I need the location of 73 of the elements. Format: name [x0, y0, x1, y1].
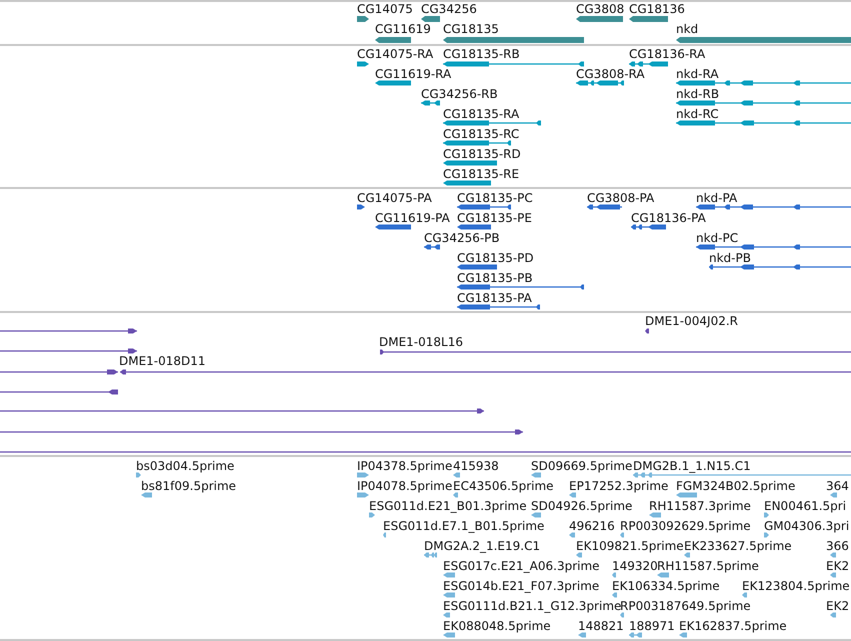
feature-label: CG18135-RB [443, 47, 520, 61]
feature-label: CG18135-RD [443, 147, 521, 161]
feature-label: ESG011d.E7.1_B01.5prime [383, 519, 544, 533]
feature-label: CG18135-RE [443, 167, 520, 181]
feature-label: CG18135-PE [457, 211, 532, 225]
feature-label: bs03d04.5prime [136, 459, 234, 473]
feature-label: 148821 [578, 619, 624, 633]
feature-label: CG34256-RB [421, 87, 498, 101]
feature-label: EP17252.3prime [569, 479, 668, 493]
feature-label: nkd-PA [696, 191, 738, 205]
feature-label: CG34256 [421, 2, 477, 16]
feature-label: CG14075-RA [357, 47, 434, 61]
feature-label: DME1-004J02.R [645, 314, 738, 328]
feature-label: CG18135-PC [457, 191, 533, 205]
feature-label: nkd-RA [676, 67, 719, 81]
feature-label: RH11587.5prime [657, 559, 759, 573]
feature-label: bs81f09.5prime [141, 479, 236, 493]
feature-label: CG3808 [576, 2, 624, 16]
feature-label: CG18135-PA [457, 291, 532, 305]
feature-label: DME1-018L16 [379, 335, 463, 349]
feature-label: EK162837.5prime [679, 619, 787, 633]
feature-label: CG18136-PA [631, 211, 706, 225]
feature-label: CG3808-PA [587, 191, 654, 205]
feature-label: EK2 [826, 559, 850, 573]
feature-label: IP04378.5prime [357, 459, 452, 473]
feature-label: RP003187649.5prime [620, 599, 751, 613]
feature-label: CG3808-RA [576, 67, 645, 81]
feature-label: ESG017c.E21_A06.3prime [443, 559, 600, 573]
feature-label: 415938 [453, 459, 499, 473]
feature-label: nkd-RB [676, 87, 720, 101]
feature-label: EK106334.5prime [612, 579, 720, 593]
feature-label: RH11587.3prime [649, 499, 751, 513]
feature-label: 188971 [629, 619, 675, 633]
feature-label: SD09669.5prime [531, 459, 632, 473]
feature-label: CG18135-PB [457, 271, 533, 285]
feature-label: CG18135-PD [457, 251, 534, 265]
feature-label: ESG014b.E21_F07.3prime [443, 579, 600, 593]
feature-label: EK2 [826, 599, 850, 613]
feature-label: CG14075-PA [357, 191, 432, 205]
feature-label: EK233627.5prime [684, 539, 792, 553]
feature-label: SD04926.5prime [531, 499, 632, 513]
feature-label: FGM324B02.5prime [676, 479, 796, 493]
feature-label: 364 [826, 479, 849, 493]
feature-label: 149320 [612, 559, 658, 573]
feature-label: CG34256-PB [424, 231, 500, 245]
feature-label: nkd-RC [676, 107, 719, 121]
feature-label: DME1-018D11 [119, 354, 206, 368]
feature-label: CG18136-RA [629, 47, 706, 61]
feature-label: IP04078.5prime [357, 479, 452, 493]
feature-label: ESG0111d.B21.1_G12.3prime [443, 599, 622, 613]
feature-label: ESG011d.E21_B01.3prime [369, 499, 527, 513]
feature-label: CG14075 [357, 2, 413, 16]
feature-label: nkd-PB [709, 251, 751, 265]
feature-label: CG11619-RA [375, 67, 452, 81]
feature-label: EC43506.5prime [453, 479, 554, 493]
feature-label: nkd [676, 22, 698, 36]
feature-label: EK123804.5prime [742, 579, 850, 593]
feature-label: CG11619 [375, 22, 431, 36]
feature-label: 366 [826, 539, 849, 553]
feature-label: EN00461.5pri [764, 499, 846, 513]
feature-label: CG18135-RC [443, 127, 520, 141]
feature-label: EK109821.5prime [576, 539, 684, 553]
feature-label: DMG2B.1_1.N15.C1 [633, 459, 751, 473]
feature-label: CG18135 [443, 22, 499, 36]
feature-label: EK088048.5prime [443, 619, 551, 633]
feature-label: CG18135-RA [443, 107, 520, 121]
feature-label: RP003092629.5prime [620, 519, 751, 533]
feature-label: CG18136 [629, 2, 685, 16]
feature-label: nkd-PC [696, 231, 738, 245]
feature-label: 496216 [569, 519, 615, 533]
feature-label: CG11619-PA [375, 211, 450, 225]
feature-label: GM04306.3pri [764, 519, 850, 533]
feature-label: DMG2A.2_1.E19.C1 [424, 539, 540, 553]
